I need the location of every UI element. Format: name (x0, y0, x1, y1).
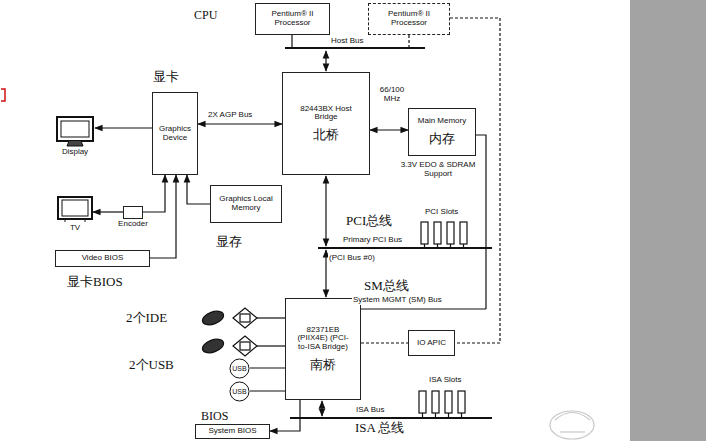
node-text: System BIOS (208, 427, 256, 436)
slot-label: PCI Slots (424, 208, 459, 217)
connector (93, 211, 123, 212)
cpu-stub (408, 35, 409, 48)
usb-port: USB (229, 358, 250, 379)
slot-label: ISA Slots (428, 376, 462, 385)
monitor-outline (55, 116, 95, 146)
north-bridge-box: 82443BX Host Bridge 北桥 (282, 72, 370, 175)
node-text: Video BIOS (82, 254, 124, 263)
node-text: 82443BX Host Bridge (300, 105, 352, 123)
graphics-memory-box: Graphics Local Memory (210, 185, 282, 223)
graphics-box: Graphics Device (152, 92, 198, 175)
node-text: Pentium® II Processor (381, 10, 437, 28)
part-label: BIOS (200, 410, 229, 423)
bus-label: System MGMT (SM) Bus (352, 296, 443, 305)
part-label: 显存 (215, 235, 243, 249)
video-bios-box: Video BIOS (55, 250, 150, 267)
encoder-box: Encoder (123, 206, 143, 219)
bus-arrow (325, 51, 326, 71)
connector (270, 400, 300, 431)
node-text: 北桥 (313, 128, 339, 142)
watermark-figure (550, 411, 594, 439)
connector (361, 342, 408, 343)
bus-arrow (325, 176, 326, 246)
system-bios-box: System BIOS (195, 424, 270, 439)
tv-outline (57, 196, 93, 222)
host-bus-line (285, 47, 425, 49)
node-text: Graphics Local Memory (216, 195, 276, 213)
node-text: Graphics Device (156, 125, 194, 143)
display-icon: Display (55, 116, 95, 146)
node-text: USB (232, 365, 246, 373)
tv-icon: TV (57, 196, 93, 222)
io-apic-box: IO APIC (408, 330, 455, 356)
bus-label: PCI总线 (345, 214, 393, 228)
bus-label: 66/100 MHz (376, 86, 408, 104)
node-text: TV (70, 224, 80, 233)
bus-label: SM总线 (363, 279, 410, 293)
sm-bus-line (361, 308, 486, 309)
bus-label: ISA 总线 (354, 421, 405, 435)
node-text: Pentium® II Processor (265, 10, 321, 28)
connector (250, 367, 285, 368)
node-text: Encoder (118, 220, 148, 229)
part-label: 显卡BIOS (66, 275, 124, 289)
pci-slots (421, 222, 467, 248)
node-text: 82371EB (PIIX4E) (PCI-to-ISA Bridge) (297, 326, 349, 352)
connector (450, 18, 500, 343)
red-mark (1, 89, 5, 101)
bus-label: Primary PCI Bus (342, 236, 403, 245)
connector (250, 390, 285, 391)
bus-label: 2X AGP Bus (207, 111, 253, 120)
memory-box: Main Memory 内存 (408, 108, 476, 156)
bus-label: (PCI Bus #0) (328, 254, 376, 263)
connector (198, 123, 282, 124)
node-text: USB (232, 388, 246, 396)
pci-bus-line (318, 247, 492, 249)
part-label: 显卡 (152, 70, 180, 84)
node-text: Display (62, 148, 88, 157)
bus-label: Host Bus (330, 37, 364, 46)
isa-slots (419, 391, 465, 418)
node-text: 内存 (429, 132, 455, 146)
side-panel (630, 0, 706, 441)
cpu-box: Pentium® II Processor (255, 3, 330, 35)
connector (95, 127, 152, 128)
bus-arrow (325, 250, 326, 297)
node-text: IO APIC (417, 339, 447, 348)
connector (150, 175, 176, 258)
connector (370, 129, 408, 130)
part-label: 2个IDE (125, 311, 168, 325)
connector (187, 175, 210, 204)
cpu-box-optional: Pentium® II Processor (368, 3, 450, 35)
connector (143, 175, 165, 212)
south-bridge-box: 82371EB (PIIX4E) (PCI-to-ISA Bridge) 南桥 (285, 298, 361, 400)
cpu-stub (291, 35, 292, 48)
usb-port: USB (229, 381, 250, 402)
ide-disk-icons (201, 308, 285, 356)
bus-label: ISA Bus (355, 406, 385, 415)
group-label: CPU (193, 9, 218, 22)
bus-arrow (321, 401, 322, 416)
node-text: Main Memory (414, 117, 470, 126)
part-label: 2个USB (128, 358, 175, 372)
node-text: 南桥 (310, 358, 336, 372)
note: 3.3V EDO & SDRAM Support (396, 161, 480, 179)
